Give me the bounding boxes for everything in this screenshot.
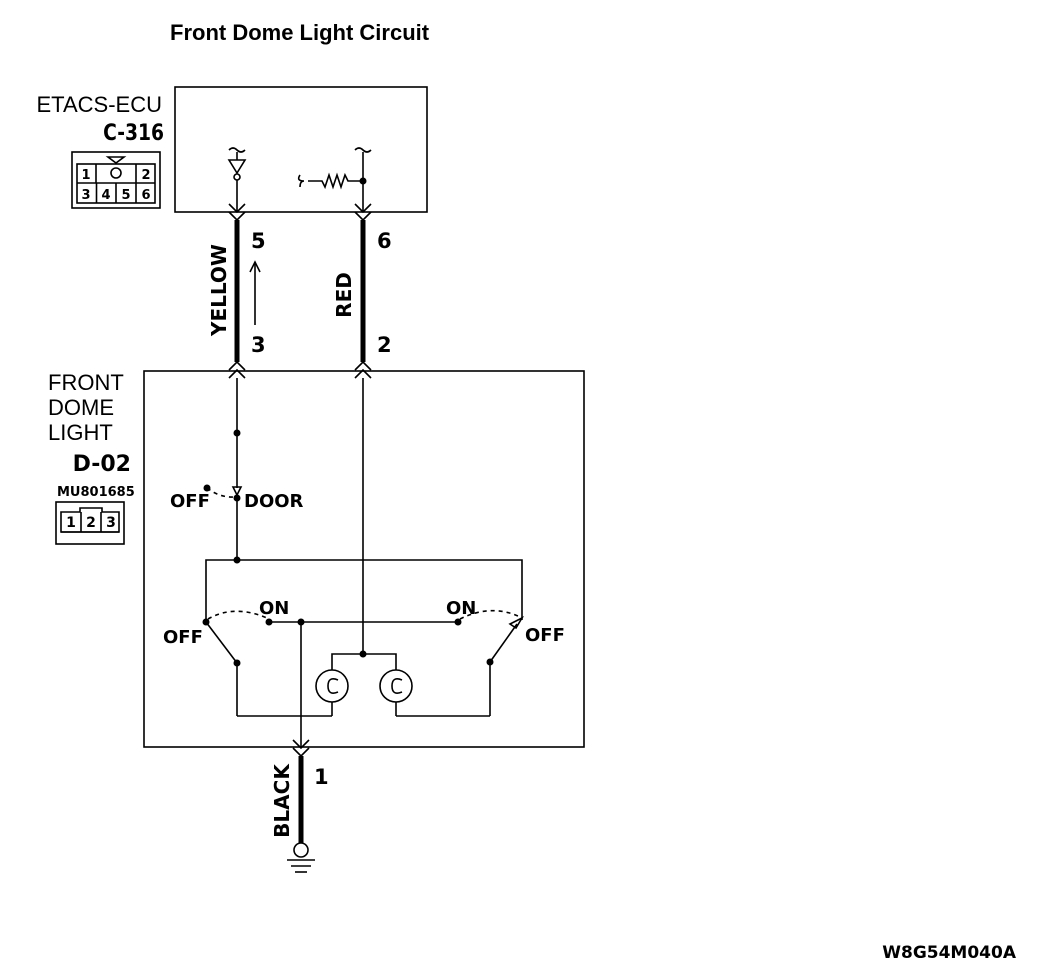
- ecu-pin-6: 6: [141, 188, 150, 203]
- dome-light-name-line1: FRONT: [48, 370, 124, 395]
- dome-pin-1: 1: [66, 515, 76, 531]
- dome-light-connector-face-icon: 1 2 3: [55, 501, 125, 545]
- dome-pin-3: 3: [106, 515, 116, 531]
- red-wire-color-label: RED: [332, 272, 356, 318]
- right-switch-on-label: ON: [446, 598, 476, 619]
- ecu-pin-1: 1: [81, 168, 90, 183]
- dome-light-part-number: MU801685: [57, 485, 135, 500]
- diagram-title: Front Dome Light Circuit: [170, 20, 430, 45]
- left-lamp-switch: [202, 610, 273, 716]
- ecu-output-driver-symbol: [227, 147, 247, 212]
- black-wire-color-label: BLACK: [270, 763, 294, 838]
- diagram-code: W8G54M040A: [882, 943, 1017, 963]
- ecu-pin-5: 5: [121, 188, 130, 203]
- yellow-wire-bottom-pin: 3: [251, 333, 266, 357]
- ground-symbol-icon: [287, 842, 315, 873]
- left-switch-on-label: ON: [259, 598, 289, 619]
- dome-pin3-chevron: [228, 360, 246, 379]
- door-switch-off-label: OFF: [170, 491, 210, 512]
- dome-light-box: [143, 370, 585, 748]
- current-flow-arrow-icon: [249, 260, 261, 325]
- left-switch-off-label: OFF: [163, 627, 203, 648]
- yellow-wire-top-pin: 5: [251, 229, 266, 253]
- ecu-pin-2: 2: [141, 168, 150, 183]
- ecu-box: [174, 86, 428, 213]
- ecu-connector-face-icon: 1 2 3 4 5 6: [71, 151, 161, 209]
- ecu-pin-4: 4: [101, 188, 110, 203]
- black-wire-pin: 1: [314, 765, 329, 789]
- dome-light-name-line2: DOME: [48, 395, 114, 420]
- right-switch-off-label: OFF: [525, 625, 565, 646]
- door-switch: [203, 378, 243, 564]
- dome-pin-2: 2: [86, 515, 96, 531]
- right-lamp-switch: [454, 609, 525, 716]
- left-bulb-icon: [315, 669, 349, 716]
- ecu-pin-3: 3: [81, 188, 90, 203]
- ecu-connector-id: C-316: [103, 120, 164, 146]
- yellow-wire-color-label: YELLOW: [207, 244, 231, 337]
- dome-pin2-chevron: [354, 360, 372, 379]
- ecu-resistor-symbol: [297, 147, 372, 212]
- ecu-name: ETACS-ECU: [37, 92, 163, 117]
- red-wire-top-pin: 6: [377, 229, 392, 253]
- switch-supply-bus: [205, 559, 523, 620]
- right-bulb-icon: [379, 669, 413, 716]
- dome-light-name-line3: LIGHT: [48, 420, 113, 445]
- bulb-feed: [331, 653, 397, 670]
- red-wire-bottom-pin: 2: [377, 333, 392, 357]
- door-switch-door-label: DOOR: [244, 491, 304, 512]
- dome-light-connector-id: D-02: [73, 452, 131, 477]
